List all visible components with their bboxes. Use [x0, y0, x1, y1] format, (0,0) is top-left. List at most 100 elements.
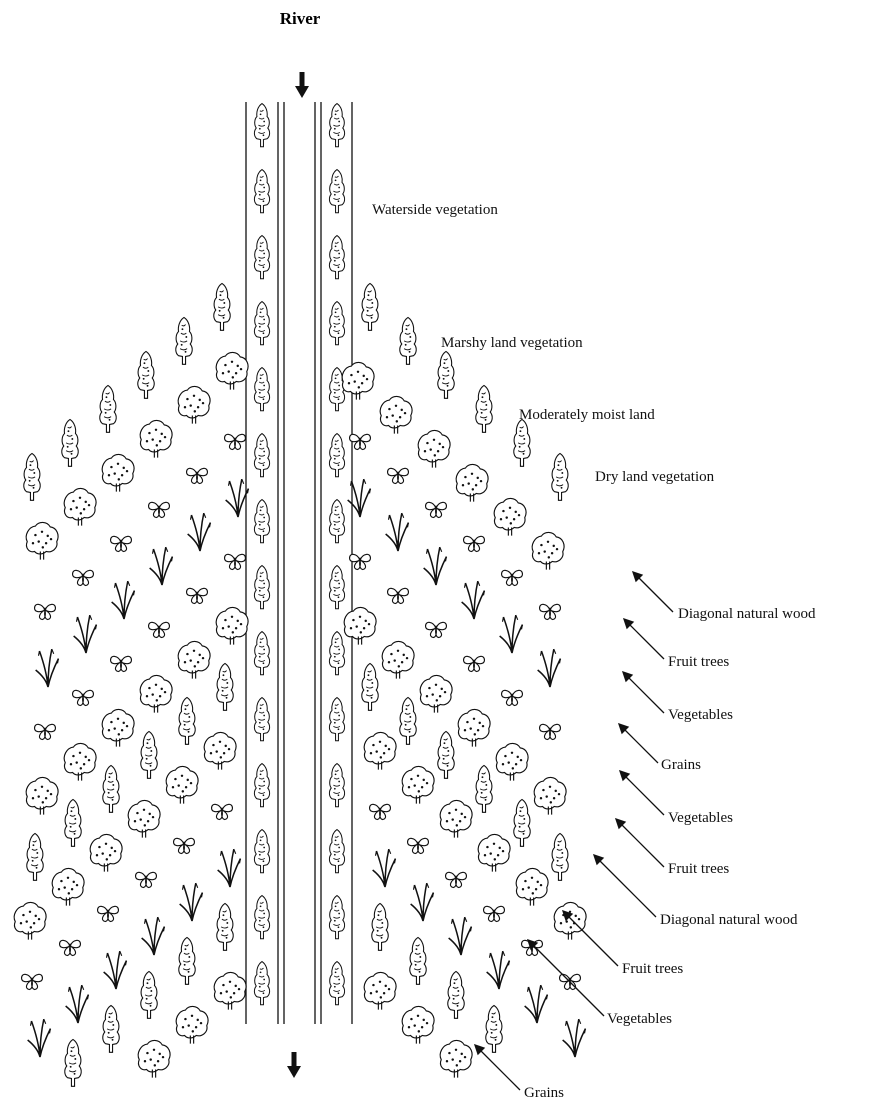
fruit-tree-icon	[139, 419, 173, 459]
vegetable-plant-icon	[20, 973, 44, 991]
vegetable-plant-icon	[462, 655, 486, 673]
label-waterside-vegetation: Waterside vegetation	[372, 202, 498, 218]
conifer-tree-icon	[253, 631, 271, 676]
conifer-tree-icon	[328, 631, 346, 676]
vegetable-plant-icon	[71, 689, 95, 707]
conifer-tree-icon	[61, 418, 79, 467]
fruit-tree-icon	[401, 1005, 435, 1045]
conifer-tree-icon	[447, 970, 465, 1019]
conifer-tree-icon	[328, 565, 346, 610]
fruit-tree-icon	[363, 971, 397, 1011]
conifer-tree-icon	[213, 282, 231, 331]
conifer-tree-icon	[399, 316, 417, 365]
grain-stalk-icon	[422, 546, 448, 586]
conifer-tree-icon	[64, 798, 82, 847]
conifer-tree-icon	[64, 1038, 82, 1087]
fruit-tree-icon	[439, 799, 473, 839]
conifer-tree-icon	[513, 418, 531, 467]
conifer-tree-icon	[328, 697, 346, 742]
conifer-tree-icon	[371, 902, 389, 951]
fruit-tree-icon	[495, 742, 529, 782]
grain-stalk-icon	[148, 546, 174, 586]
row-label-8: Fruit trees	[622, 961, 683, 977]
fruit-tree-icon	[203, 731, 237, 771]
row-label-5: Vegetables	[668, 810, 733, 826]
conifer-tree-icon	[253, 565, 271, 610]
grain-stalk-icon	[384, 512, 410, 552]
row-label-10: Grains	[524, 1085, 564, 1101]
fruit-tree-icon	[381, 640, 415, 680]
conifer-tree-icon	[328, 235, 346, 280]
conifer-tree-icon	[409, 936, 427, 985]
conifer-tree-icon	[361, 282, 379, 331]
vegetable-plant-icon	[386, 587, 410, 605]
vegetable-plant-icon	[33, 603, 57, 621]
conifer-tree-icon	[328, 103, 346, 148]
label-marshy-land-vegetation: Marshy land vegetation	[441, 335, 583, 351]
conifer-tree-icon	[551, 832, 569, 881]
grain-stalk-icon	[34, 648, 60, 688]
fruit-tree-icon	[341, 361, 375, 401]
conifer-tree-icon	[399, 696, 417, 745]
fruit-tree-icon	[101, 453, 135, 493]
conifer-tree-icon	[253, 763, 271, 808]
fruit-tree-icon	[137, 1039, 171, 1079]
conifer-tree-icon	[253, 103, 271, 148]
vegetable-plant-icon	[172, 837, 196, 855]
conifer-tree-icon	[328, 829, 346, 874]
grain-stalk-icon	[447, 916, 473, 956]
fruit-tree-icon	[477, 833, 511, 873]
row-label-3: Vegetables	[668, 707, 733, 723]
row-label-7: Diagonal natural wood	[660, 912, 798, 928]
vegetable-plant-icon	[538, 603, 562, 621]
grain-stalk-icon	[536, 648, 562, 688]
fruit-tree-icon	[139, 674, 173, 714]
vegetable-plant-icon	[406, 837, 430, 855]
conifer-tree-icon	[253, 697, 271, 742]
conifer-tree-icon	[253, 433, 271, 478]
fruit-tree-icon	[177, 385, 211, 425]
vegetable-plant-icon	[210, 803, 234, 821]
fruit-tree-icon	[215, 606, 249, 646]
fruit-tree-icon	[215, 351, 249, 391]
fruit-tree-icon	[401, 765, 435, 805]
conifer-tree-icon	[437, 350, 455, 399]
fruit-tree-icon	[379, 395, 413, 435]
conifer-tree-icon	[253, 895, 271, 940]
conifer-tree-icon	[178, 936, 196, 985]
vegetable-plant-icon	[424, 501, 448, 519]
fruit-tree-icon	[439, 1039, 473, 1079]
conifer-tree-icon	[475, 384, 493, 433]
vegetable-plant-icon	[96, 905, 120, 923]
fruit-tree-icon	[175, 1005, 209, 1045]
grain-stalk-icon	[561, 1018, 587, 1058]
fruit-tree-icon	[493, 497, 527, 537]
fruit-tree-icon	[25, 521, 59, 561]
vegetable-plant-icon	[147, 501, 171, 519]
fruit-tree-icon	[13, 901, 47, 941]
grain-stalk-icon	[460, 580, 486, 620]
grain-stalk-icon	[140, 916, 166, 956]
vegetable-plant-icon	[223, 553, 247, 571]
fruit-tree-icon	[177, 640, 211, 680]
vegetable-plant-icon	[71, 569, 95, 587]
vegetable-plant-icon	[134, 871, 158, 889]
conifer-tree-icon	[513, 798, 531, 847]
grain-stalk-icon	[102, 950, 128, 990]
conifer-tree-icon	[328, 961, 346, 1006]
conifer-tree-icon	[328, 499, 346, 544]
conifer-tree-icon	[140, 970, 158, 1019]
vegetable-plant-icon	[185, 467, 209, 485]
grain-stalk-icon	[186, 512, 212, 552]
river-title: River	[280, 9, 321, 28]
conifer-tree-icon	[102, 1004, 120, 1053]
vegetable-plant-icon	[538, 723, 562, 741]
row-label-1: Diagonal natural wood	[678, 606, 816, 622]
fruit-tree-icon	[127, 799, 161, 839]
grain-stalk-icon	[216, 848, 242, 888]
label-dry-land-vegetation: Dry land vegetation	[595, 469, 715, 485]
row-label-9: Vegetables	[607, 1011, 672, 1027]
fruit-tree-icon	[363, 731, 397, 771]
grain-stalk-icon	[346, 478, 372, 518]
conifer-tree-icon	[140, 730, 158, 779]
